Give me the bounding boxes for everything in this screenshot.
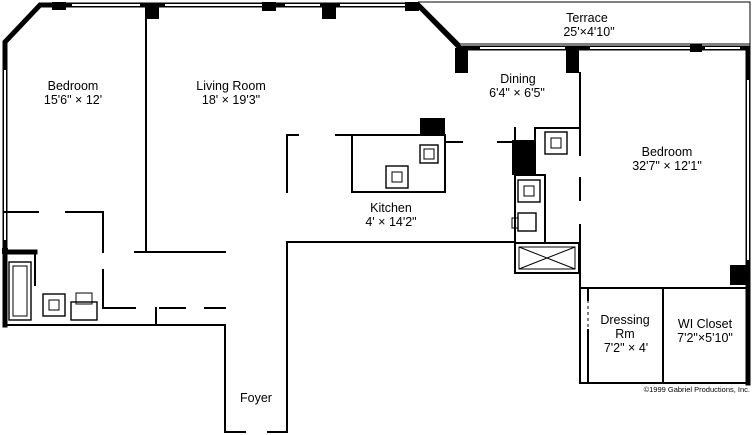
terrace-name: Terrace: [566, 11, 608, 25]
dining-dims: 6'4" × 6'5": [489, 86, 545, 100]
wi-closet-name: WI Closet: [678, 317, 733, 331]
vanity-sink-icon: [544, 131, 568, 155]
wash-basin-icon: [517, 179, 541, 203]
interior-walls: [2, 17, 749, 433]
bathtub-icon: [8, 261, 32, 321]
dressing-name-line2: Rm: [615, 327, 634, 341]
terrace-dims: 25'×4'10": [563, 25, 614, 39]
toilet-icon: [70, 292, 98, 321]
room-labels: Terrace 25'×4'10" Dining 6'4" × 6'5" Bed…: [44, 11, 750, 405]
wi-closet-dims: 7'2"×5'10": [677, 331, 733, 345]
stove-icon: [385, 165, 409, 189]
living-room-name: Living Room: [196, 79, 265, 93]
foyer-name: Foyer: [240, 391, 272, 405]
dressing-dims: 7'2" × 4': [604, 341, 648, 355]
sink-icon: [42, 293, 66, 317]
copyright-credit: ©1999 Gabriel Productions, Inc.: [644, 385, 750, 394]
fixtures: [8, 131, 576, 321]
bedroom-left-name: Bedroom: [48, 79, 99, 93]
living-room-dims: 18' × 19'3": [202, 93, 260, 107]
bedroom-left-dims: 15'6" × 12': [44, 93, 102, 107]
structural-columns: [2, 2, 748, 285]
dressing-name-line1: Dressing: [600, 313, 649, 327]
dining-name: Dining: [500, 72, 535, 86]
bedroom-right-dims: 32'7" × 12'1": [632, 159, 702, 173]
kitchen-sink-icon: [419, 144, 439, 164]
storage-closet-icon: [518, 246, 576, 270]
bedroom-right-name: Bedroom: [642, 145, 693, 159]
kitchen-name: Kitchen: [370, 201, 412, 215]
toilet-icon: [511, 212, 537, 232]
kitchen-dims: 4' × 14'2": [365, 215, 416, 229]
